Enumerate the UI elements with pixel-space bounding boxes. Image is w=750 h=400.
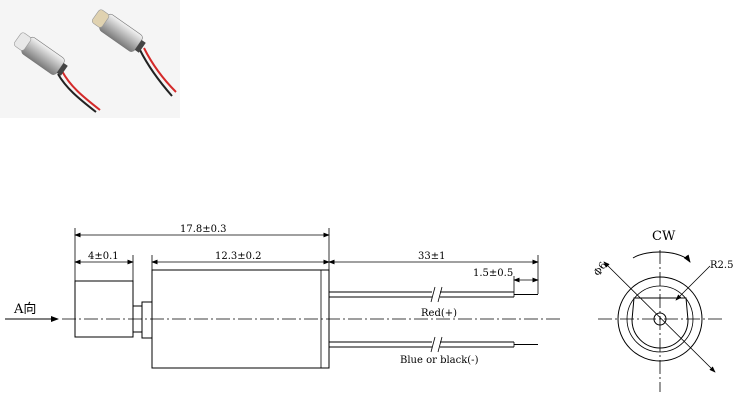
- dim-overall-length: 17.8±0.3: [180, 224, 227, 235]
- motor-body: [151, 269, 330, 369]
- dim-head-length: 4±0.1: [88, 251, 119, 262]
- motor-image-right: [91, 9, 177, 97]
- radius-leader: [675, 265, 711, 301]
- dim-body-length: 12.3±0.2: [215, 251, 262, 262]
- dim-lead-length: 33±1: [418, 251, 445, 262]
- black-wire: [329, 336, 538, 353]
- motor-head: [74, 280, 134, 338]
- motor-flange: [141, 301, 153, 339]
- radius-label: R2.5: [710, 260, 733, 271]
- rotation-label: CW: [652, 229, 676, 244]
- black-wire-label: Blue or black(-): [400, 355, 479, 366]
- side-view: 17.8±0.3 4±0.1 12.3±0.2 33±1 1.5±0.5 A向 …: [5, 224, 560, 369]
- rotation-arrow: [632, 251, 691, 263]
- diameter-label: Φ6: [592, 260, 609, 278]
- product-photo: [0, 0, 180, 118]
- end-view: Φ6 R2.5 CW: [592, 229, 733, 392]
- view-a-label: A向: [13, 301, 36, 317]
- diameter-leader: [603, 261, 716, 373]
- red-wire-label: Red(+): [421, 308, 457, 319]
- red-wire: [329, 286, 538, 303]
- dim-strip-length: 1.5±0.5: [473, 268, 513, 279]
- motor-image-left: [13, 32, 101, 113]
